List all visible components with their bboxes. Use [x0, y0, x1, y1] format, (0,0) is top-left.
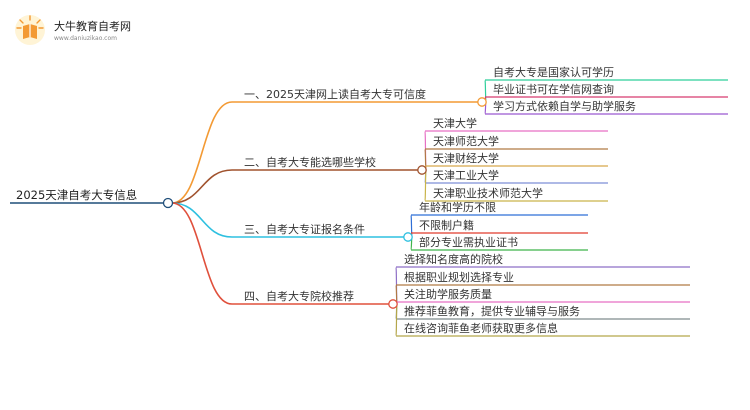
- leaf-label: 不限制户籍: [419, 218, 474, 232]
- branch-connector: [171, 169, 233, 204]
- branch-node-circle: [417, 165, 427, 175]
- branch-label: 四、自考大专院校推荐: [244, 289, 354, 303]
- leaf-label: 天津师范大学: [433, 134, 499, 148]
- branch-connector: [171, 202, 233, 238]
- leaf-label: 天津财经大学: [433, 151, 499, 165]
- leaf-label: 天津工业大学: [433, 168, 499, 182]
- leaf-label: 自考大专是国家认可学历: [493, 65, 614, 79]
- leaf-label: 推荐菲鱼教育，提供专业辅导与服务: [404, 304, 580, 318]
- branch-label: 二、自考大专能选哪些学校: [244, 155, 376, 169]
- leaf-label: 天津职业技术师范大学: [433, 186, 543, 200]
- branch-node-circle: [388, 299, 398, 309]
- branch-connector: [171, 202, 233, 305]
- leaf-label: 毕业证书可在学信网查询: [493, 82, 614, 96]
- logo-url: www.daniuzikao.com: [54, 35, 117, 42]
- leaf-label: 选择知名度高的院校: [404, 252, 503, 266]
- logo-title: 大牛教育自考网: [54, 20, 131, 33]
- leaf-label: 关注助学服务质量: [404, 287, 492, 301]
- leaf-label: 在线咨询菲鱼老师获取更多信息: [404, 321, 558, 335]
- branch-node-circle: [477, 97, 487, 107]
- label-group: 2025天津自考大专信息 一、2025天津网上读自考大专可信度 自考大专是国家认可学…: [16, 65, 636, 335]
- branch-connector: [171, 101, 233, 204]
- root-node-circle: [162, 197, 174, 209]
- book-logo-icon: [15, 15, 45, 45]
- branch-label: 三、自考大专证报名条件: [244, 222, 365, 236]
- root-label: 2025天津自考大专信息: [16, 188, 137, 202]
- leaf-label: 部分专业需执业证书: [419, 235, 518, 249]
- leaf-label: 根据职业规划选择专业: [404, 270, 514, 284]
- connector-group: [10, 79, 728, 337]
- leaf-label: 学习方式依赖自学与助学服务: [493, 99, 636, 113]
- leaf-label: 年龄和学历不限: [419, 200, 496, 214]
- leaf-label: 天津大学: [433, 116, 477, 130]
- branch-label: 一、2025天津网上读自考大专可信度: [244, 87, 426, 101]
- branch-node-circle: [403, 232, 413, 242]
